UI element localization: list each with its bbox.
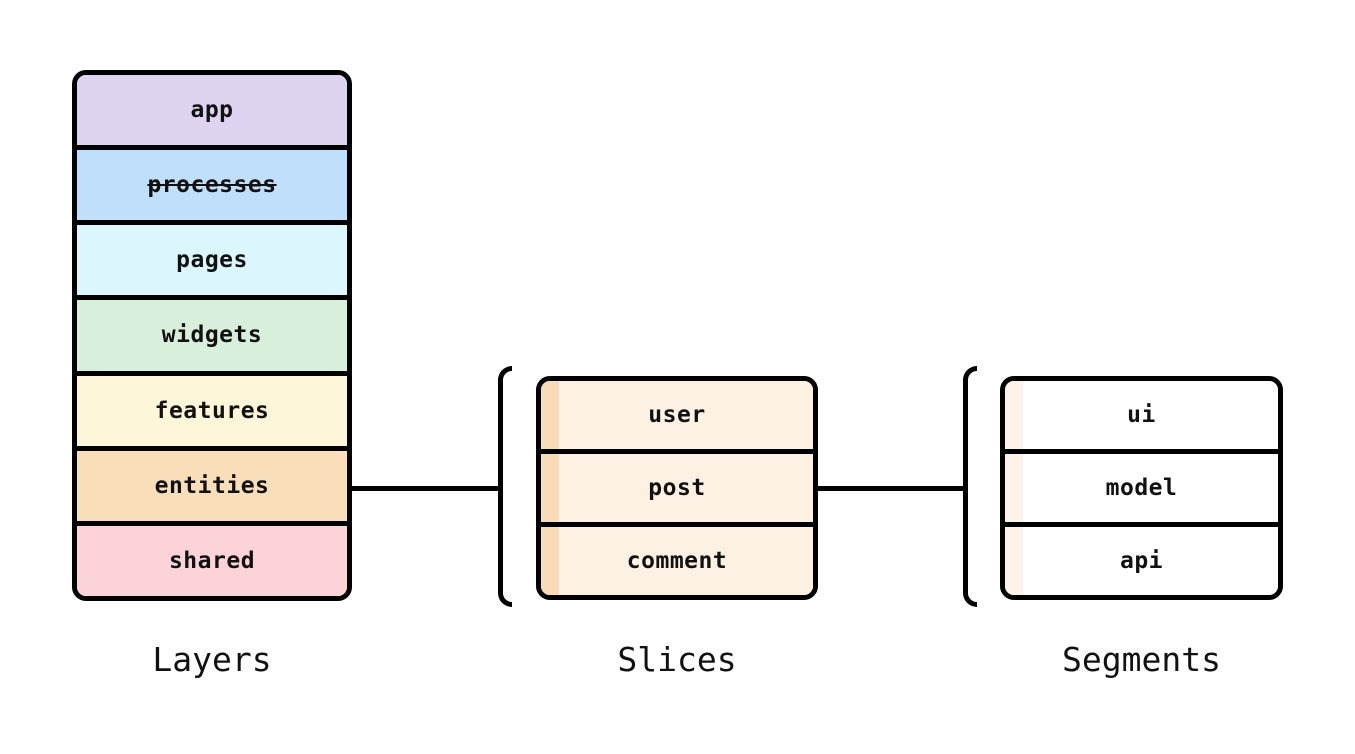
segments-group-bracket	[963, 366, 977, 607]
slices-group-bracket	[498, 366, 512, 607]
layer-label-entities: entities	[154, 472, 270, 499]
layer-label-pages: pages	[176, 247, 248, 274]
slice-row-comment: comment	[541, 522, 813, 595]
slice-accent-strip	[541, 454, 559, 522]
layer-row-processes: processes	[77, 145, 347, 221]
segment-row-model: model	[1005, 449, 1278, 522]
slice-row-post: post	[541, 449, 813, 522]
segment-row-ui: ui	[1005, 381, 1278, 449]
layer-label-app: app	[190, 97, 234, 124]
slice-label-user: user	[648, 402, 706, 428]
segment-accent-strip	[1005, 381, 1023, 449]
layer-row-shared: shared	[77, 520, 347, 596]
layers-stack: app processes pages widgets features ent…	[72, 70, 352, 601]
layer-label-shared: shared	[168, 547, 256, 574]
segment-accent-strip	[1005, 454, 1023, 522]
segments-stack: ui model api	[1000, 376, 1283, 600]
layer-label-processes: processes	[147, 172, 277, 199]
layer-row-pages: pages	[77, 220, 347, 296]
layer-row-entities: entities	[77, 445, 347, 521]
layer-row-app: app	[77, 75, 347, 146]
layer-label-widgets: widgets	[161, 322, 263, 349]
slices-caption: Slices	[617, 640, 737, 679]
slice-accent-strip	[541, 527, 559, 595]
segment-accent-strip	[1005, 527, 1023, 595]
connector-layers-to-slices	[349, 486, 501, 491]
slice-accent-strip	[541, 381, 559, 449]
segment-row-api: api	[1005, 522, 1278, 595]
segments-caption: Segments	[1062, 640, 1221, 679]
segment-label-api: api	[1119, 548, 1164, 574]
slice-label-comment: comment	[626, 548, 728, 574]
layer-row-features: features	[77, 370, 347, 446]
layer-row-widgets: widgets	[77, 295, 347, 371]
segment-label-model: model	[1105, 475, 1178, 501]
segment-label-ui: ui	[1127, 402, 1156, 428]
layers-caption: Layers	[152, 640, 272, 679]
slice-row-user: user	[541, 381, 813, 449]
slice-label-post: post	[648, 475, 706, 501]
slices-stack: user post comment	[536, 376, 818, 600]
layer-label-features: features	[154, 397, 270, 424]
connector-slices-to-segments	[815, 486, 966, 491]
